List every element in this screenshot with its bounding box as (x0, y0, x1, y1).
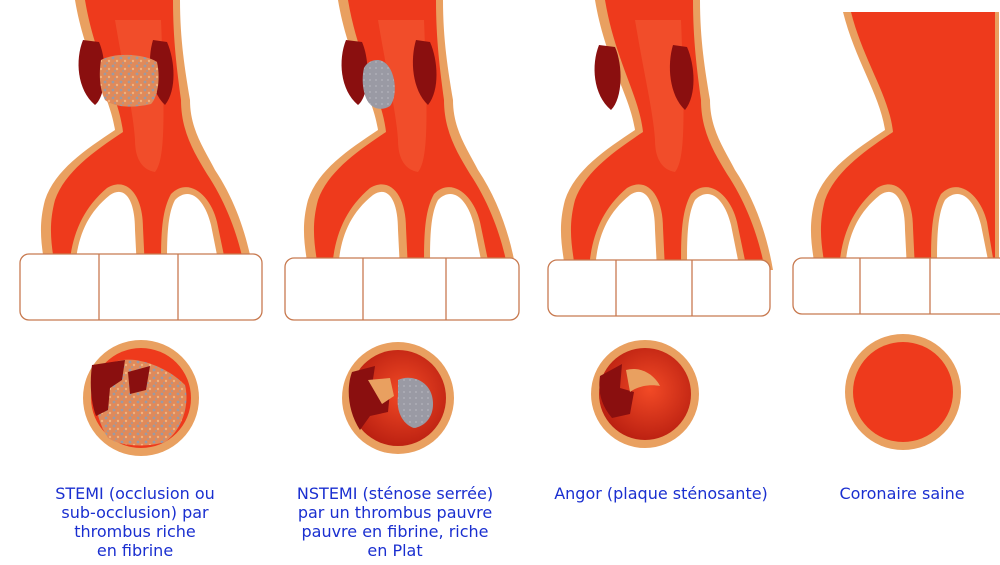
stemi-cross-section (83, 340, 199, 456)
saine-artery (811, 12, 999, 270)
stemi-caption: STEMI (occlusion ou sub-occlusion) par t… (20, 484, 250, 560)
nstemi-boxes (285, 258, 519, 320)
saine-cross-section (845, 334, 961, 450)
stemi-boxes (20, 254, 262, 320)
saine-boxes (793, 258, 1000, 314)
saine-caption: Coronaire saine (812, 484, 992, 503)
nstemi-panel (285, 0, 519, 454)
thrombus-fibrin (100, 55, 159, 107)
nstemi-caption: NSTEMI (sténose serrée) par un thrombus … (270, 484, 520, 560)
angor-boxes (548, 260, 770, 316)
angor-panel (548, 0, 773, 448)
nstemi-artery (304, 0, 516, 270)
saine-panel (793, 12, 1000, 450)
stemi-panel (20, 0, 262, 456)
nstemi-cross-section (342, 342, 454, 454)
angor-cross-section (591, 340, 699, 448)
stemi-artery (41, 0, 253, 270)
angor-artery (561, 0, 773, 270)
angor-caption: Angor (plaque sténosante) (536, 484, 786, 503)
